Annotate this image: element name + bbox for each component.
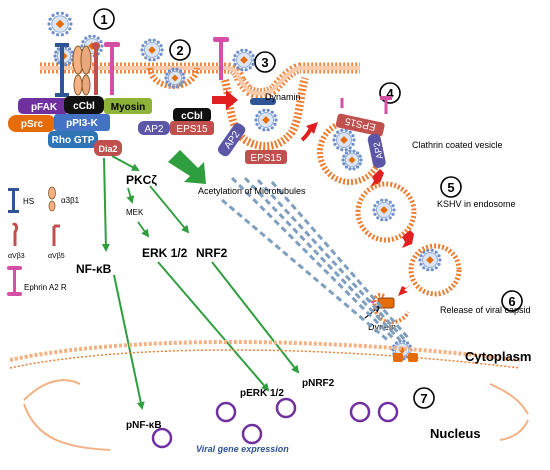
kshv-virion (232, 48, 256, 72)
eps15-label: EPS15 (176, 124, 208, 135)
myosin-label: Myosin (111, 102, 145, 113)
mek-label: MEK (126, 208, 144, 217)
legend: HS α3β1 αVβ3 αVβ5 Ephrin A2 R (7, 186, 80, 296)
pfak-label: pFAK (31, 102, 58, 113)
pfak-box: pFAK (18, 98, 70, 114)
legend-avb5-label: αVβ5 (48, 253, 65, 260)
dia2-label: Dia2 (98, 144, 117, 154)
clathrin-vesicle-label: Clathrin coated vesicle (412, 140, 503, 150)
rhogtp-box: Rho GTP (48, 131, 98, 148)
step-6-circle (501, 290, 523, 312)
kshv-virion (418, 248, 442, 272)
pkcz-label: PKCζ (126, 173, 157, 187)
perk-label: pERK 1/2 (240, 388, 284, 399)
virus-particles (47, 11, 442, 361)
kshv-virion (164, 67, 186, 89)
red-arrow-1 (212, 90, 238, 110)
nucleus (9, 340, 529, 451)
legend-avb3: αVβ3 (8, 222, 25, 260)
nucleus-labels: pNF-κB pERK 1/2 pNRF2 Viral gene express… (126, 349, 531, 454)
step-4-number: 4 (386, 86, 394, 101)
kshv-virion (341, 149, 363, 171)
signaling-arrows (101, 150, 300, 410)
kshv-endosome-label: KSHV in endosome (437, 199, 516, 209)
ppi3k-box: pPI3-K (54, 114, 110, 131)
acetylation-label: Acetylation of Microtubules (198, 186, 306, 196)
pnrf2-label: pNRF2 (302, 378, 335, 389)
pnfkb-label: pNF-κB (126, 420, 162, 431)
ccbl-box-left: cCbl (64, 96, 104, 114)
signaling-complex: pFAK cCbl Myosin pSrc pPI3-K Rho GTP Dia… (8, 96, 214, 156)
step-3-number: 3 (261, 55, 268, 70)
ccbl-box-right: cCbl (173, 108, 211, 122)
membrane-receptors (55, 37, 229, 97)
ppi3k-label: pPI3-K (66, 118, 98, 129)
step-2-number: 2 (176, 43, 183, 58)
step-7-circle (413, 387, 435, 409)
step-6-number: 6 (508, 294, 515, 309)
early-endosome (355, 181, 417, 243)
step-7-number: 7 (420, 391, 427, 406)
step-5-number: 5 (447, 180, 454, 195)
step-5-circle (440, 176, 462, 198)
dynamin-label: Dynamin (265, 92, 301, 102)
signaling-labels: PKCζ MEK ERK 1/2 NRF2 NF-κB Acetylation … (76, 173, 306, 276)
kshv-virion (254, 108, 278, 132)
ap2-box: AP2 (138, 121, 170, 135)
viral-gene-expression-label: Viral gene expression (196, 444, 289, 454)
nfkb-label: NF-κB (76, 262, 112, 276)
legend-ephrin-label: Ephrin A2 R (24, 283, 67, 292)
kshv-virion (140, 38, 164, 62)
cytoplasm-label: Cytoplasm (465, 349, 531, 364)
psrc-box: pSrc (8, 115, 56, 132)
hs-receptor (60, 45, 64, 95)
psrc-label: pSrc (21, 119, 44, 130)
red-arrow-3 (370, 169, 384, 187)
invaginating-pit (221, 76, 309, 151)
legend-avb3-label: αVβ3 (8, 253, 25, 260)
ephrin-receptor (110, 45, 114, 95)
step-numbers: 1 2 3 4 5 6 7 (93, 8, 523, 409)
legend-avb5: αVβ5 (48, 224, 65, 260)
red-arrow-4 (402, 230, 414, 248)
myosin-box: Myosin (104, 98, 152, 114)
step-1-number: 1 (100, 12, 107, 27)
legend-ephrin: Ephrin A2 R (7, 266, 67, 296)
red-arrow-5 (398, 284, 412, 296)
thick-green-arrow (168, 150, 206, 184)
step-2-circle (169, 39, 191, 61)
rhogtp-label: Rho GTP (52, 135, 95, 146)
ccbl-left-label: cCbl (73, 101, 95, 112)
kshv-virion (47, 11, 73, 37)
ap2-vesicle-label: AP2 (372, 141, 385, 160)
step-3-circle (254, 51, 276, 73)
nucleus-label: Nucleus (430, 426, 481, 441)
eps15-pit-label: EPS15 (250, 153, 282, 164)
legend-a3b1-label: α3β1 (61, 196, 80, 205)
ccbl-right-label: cCbl (181, 111, 203, 122)
step-1-circle (93, 8, 115, 30)
eps15-box: EPS15 (170, 121, 214, 135)
erk-label: ERK 1/2 (142, 246, 188, 260)
kshv-virion (372, 198, 396, 222)
ap2-label: AP2 (145, 124, 164, 135)
kshv-virion (332, 128, 356, 152)
dia2-box: Dia2 (94, 140, 122, 156)
legend-hs-label: HS (23, 197, 34, 206)
late-endosome (408, 243, 462, 297)
nrf2-label: NRF2 (196, 246, 228, 260)
dynamin-ring (250, 98, 276, 105)
release-label: Release of viral capsid (440, 305, 531, 315)
legend-a3b1: α3β1 (48, 186, 80, 212)
legend-hs: HS (8, 188, 34, 213)
microtubules (221, 176, 412, 344)
